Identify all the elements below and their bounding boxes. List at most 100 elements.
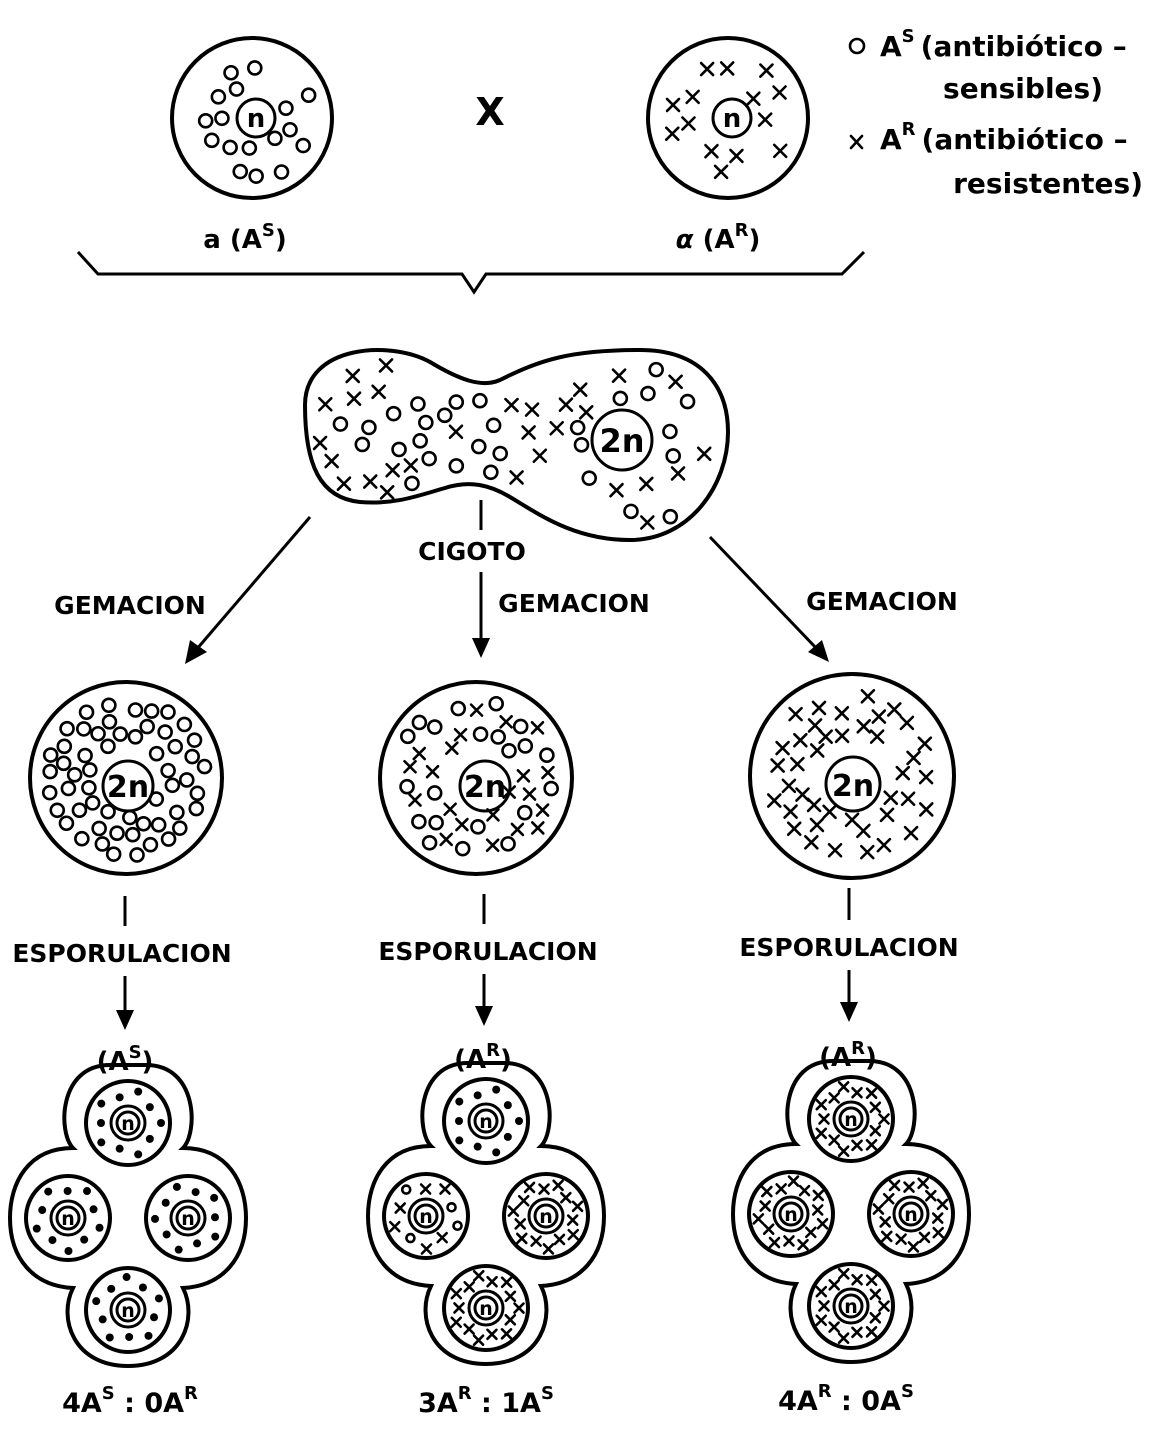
resistant-mark <box>381 486 393 498</box>
resistant-mark <box>873 711 885 723</box>
resistant-mark <box>862 690 874 702</box>
sensitive-mark <box>664 510 677 523</box>
sensitive-dot <box>155 1294 163 1302</box>
resistant-mark <box>446 743 457 754</box>
resistant-mark <box>701 63 713 75</box>
resistant-mark <box>452 1289 461 1298</box>
sensitive-mark <box>215 112 228 125</box>
sensitive-mark <box>178 718 191 731</box>
resistant-mark <box>881 809 893 821</box>
resistant-mark <box>514 1304 523 1313</box>
sensitive-mark <box>96 837 109 850</box>
resistant-mark <box>405 459 417 471</box>
resistant-mark <box>405 761 416 772</box>
resistant-mark <box>542 767 553 778</box>
resistant-mark <box>561 1193 570 1202</box>
sensitive-mark <box>450 396 463 409</box>
sensitive-mark <box>188 734 201 747</box>
resistant-mark <box>836 730 848 742</box>
budding-label-1: GEMACION <box>54 591 206 620</box>
sensitive-mark <box>107 848 120 861</box>
resistant-mark <box>785 806 797 818</box>
resistant-mark <box>364 476 376 488</box>
resistant-mark <box>817 1287 826 1296</box>
resistant-mark <box>867 1276 876 1285</box>
sensitive-mark <box>519 739 532 752</box>
sensitive-mark <box>86 796 99 809</box>
sensitive-mark <box>545 782 558 795</box>
resistant-mark <box>820 731 832 743</box>
sensitive-mark <box>387 407 400 420</box>
sensitive-dot <box>146 1135 154 1143</box>
resistant-mark <box>867 1327 876 1336</box>
resistant-mark <box>901 717 913 729</box>
resistant-mark <box>505 399 517 411</box>
resistant-mark <box>387 464 399 476</box>
resistant-mark <box>506 1315 515 1324</box>
sensitive-mark <box>73 804 86 817</box>
sensitive-mark <box>92 727 105 740</box>
sensitive-mark <box>212 90 225 103</box>
sporulation-label-3: ESPORULACION <box>739 933 958 962</box>
sensitive-dot <box>99 1315 107 1323</box>
spore: n <box>809 1077 893 1161</box>
sensitive-mark <box>490 697 503 710</box>
resistant-mark <box>516 1219 525 1228</box>
resistant-mark <box>820 1301 829 1310</box>
resistant-mark <box>452 1318 461 1327</box>
resistant-mark <box>338 478 350 490</box>
spore: n <box>504 1174 588 1258</box>
resistant-mark <box>715 166 727 178</box>
resistant-mark <box>569 1230 578 1239</box>
sensitive-mark <box>474 728 487 741</box>
resistant-mark <box>808 799 820 811</box>
spore-nucleus-label: n <box>181 1208 195 1230</box>
sensitive-mark <box>275 166 288 179</box>
resistant-mark <box>568 1216 577 1225</box>
resistant-mark <box>881 1217 890 1226</box>
sensitive-mark <box>667 449 680 462</box>
resistant-mark <box>853 1275 862 1284</box>
brace <box>78 252 864 292</box>
resistant-mark <box>902 793 914 805</box>
resistant-mark <box>574 384 586 396</box>
sensitive-mark <box>137 817 150 830</box>
resistant-mark <box>784 1236 793 1245</box>
sensitive-dot <box>474 1091 482 1099</box>
sporulation-label-2: ESPORULACION <box>378 937 597 966</box>
resistant-mark <box>487 840 498 851</box>
sensitive-mark <box>471 820 484 833</box>
legend-resistant-icon <box>851 136 862 148</box>
resistant-mark <box>488 1277 497 1286</box>
spore-nucleus-label: n <box>479 1298 493 1320</box>
sensitive-mark <box>484 466 497 479</box>
resistant-mark <box>772 760 784 772</box>
sensitive-mark <box>284 123 297 136</box>
sensitive-mark <box>401 730 414 743</box>
sensitive-mark <box>302 89 315 102</box>
resistant-mark <box>524 789 535 800</box>
resistant-mark <box>554 1181 563 1190</box>
sensitive-dot <box>139 1284 147 1292</box>
resistant-mark <box>839 1082 848 1091</box>
sensitive-mark <box>450 459 463 472</box>
resistant-mark <box>926 1191 935 1200</box>
sensitive-mark <box>583 472 596 485</box>
resistant-mark <box>830 1093 839 1102</box>
phenotype-label-2: (AR) <box>454 1040 512 1075</box>
resistant-mark <box>555 1235 564 1244</box>
resistant-mark <box>853 1141 862 1150</box>
sensitive-mark <box>62 782 75 795</box>
resistant-mark <box>682 117 694 129</box>
sensitive-mark <box>102 699 115 712</box>
resistant-mark <box>836 707 848 719</box>
spore: n <box>444 1266 528 1350</box>
resistant-mark <box>532 722 543 733</box>
sensitive-mark <box>356 438 369 451</box>
sensitive-dot <box>146 1103 154 1111</box>
resistant-mark <box>820 1115 829 1124</box>
resistant-mark <box>790 708 802 720</box>
budding-label-2: GEMACION <box>498 589 650 618</box>
